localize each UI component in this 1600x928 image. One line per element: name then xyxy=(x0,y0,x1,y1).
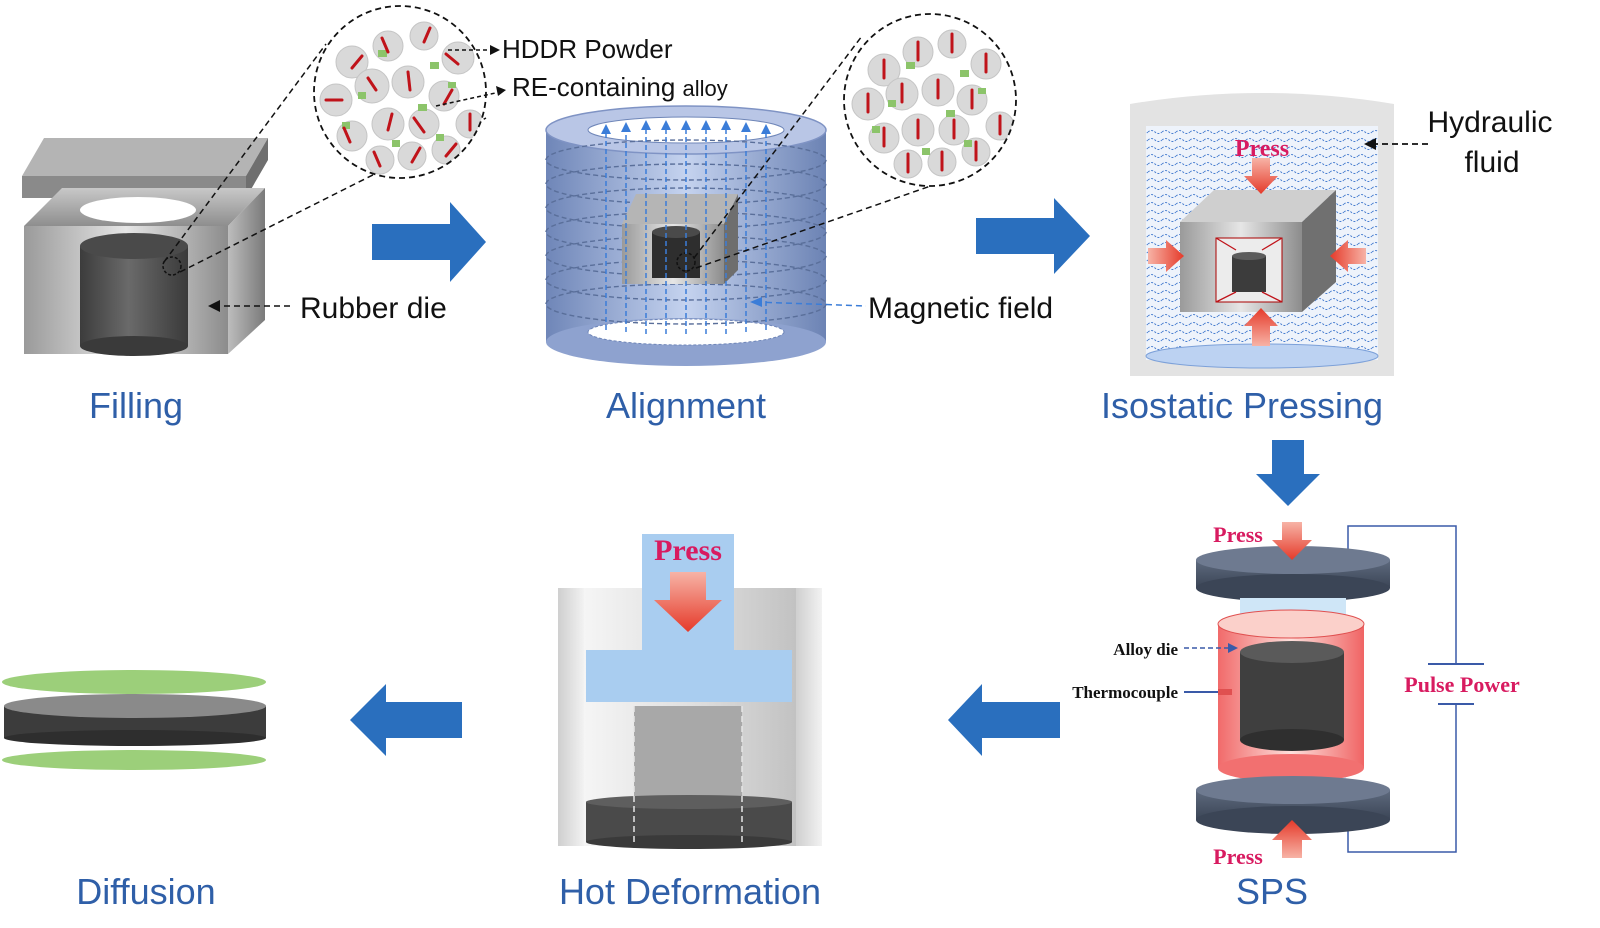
filling-stage: Rubber die Filling xyxy=(22,43,487,426)
filling-label: Filling xyxy=(89,385,183,426)
hot-deformation-punch xyxy=(586,534,792,702)
flow-arrow-right xyxy=(372,202,486,282)
diffusion-magnet-disk xyxy=(4,694,266,746)
rubber-die-label: Rubber die xyxy=(300,292,447,325)
flow-arrow-left xyxy=(350,684,462,756)
thermocouple-tip xyxy=(1218,689,1232,695)
powder-zoom-random xyxy=(313,5,487,179)
pointer-head xyxy=(490,45,500,55)
flow-arrow-down xyxy=(1256,440,1320,506)
rubber-die-body xyxy=(24,188,265,356)
magnetic-field-label: Magnetic field xyxy=(868,292,1053,325)
sps-press-top-label: Press xyxy=(1213,522,1263,547)
sps-press-arrow-down xyxy=(1272,522,1312,560)
hydraulic-label: Hydraulic xyxy=(1427,106,1552,139)
press-arrow-right xyxy=(1148,240,1184,272)
magnetic-field-lines xyxy=(605,130,767,334)
sps-stage: Pulse Power Press Press Alloy die xyxy=(1072,522,1520,912)
hot-deformation-press-arrow xyxy=(654,572,722,632)
diffusion-label: Diffusion xyxy=(76,871,215,912)
diffusion-top-layer xyxy=(2,670,266,694)
fluid-label: fluid xyxy=(1464,146,1519,179)
re-alloy-label: RE-containing alloy xyxy=(512,72,728,102)
zoom-line xyxy=(163,43,327,263)
flow-arrow-right xyxy=(976,198,1090,274)
isostatic-pressing-stage: Press Hydraulic fluid Isostatic Pressing xyxy=(1101,93,1553,426)
isostatic-sample xyxy=(1180,190,1336,312)
pointer-head xyxy=(750,297,762,307)
diffusion-bottom-layer xyxy=(2,750,266,770)
alignment-stage: Magnetic field Alignment xyxy=(545,35,1053,426)
hddr-powder-label: HDDR Powder xyxy=(502,34,673,64)
pointer-head xyxy=(1364,138,1376,150)
press-arrow-left xyxy=(1330,240,1366,272)
pulse-power-wire xyxy=(1347,525,1457,664)
alignment-sample xyxy=(622,194,738,284)
thermocouple-label: Thermocouple xyxy=(1072,683,1178,702)
pointer-head xyxy=(208,300,220,312)
hot-deformation-press-label: Press xyxy=(654,534,722,567)
sps-bottom-plate xyxy=(1196,776,1390,834)
magnetic-field-pointer xyxy=(755,301,867,307)
sps-label: SPS xyxy=(1236,871,1308,912)
flow-arrow-left xyxy=(948,684,1060,756)
sps-press-arrow-up xyxy=(1272,820,1312,858)
press-arrow-up xyxy=(1244,308,1278,346)
isostatic-label: Isostatic Pressing xyxy=(1101,385,1383,426)
isostatic-press-label: Press xyxy=(1235,136,1289,162)
pulse-power-wire xyxy=(1347,704,1457,853)
diffusion-stage: Diffusion xyxy=(2,670,266,912)
hot-deformation-label: Hot Deformation xyxy=(559,871,821,912)
alloy-die-label: Alloy die xyxy=(1113,640,1178,659)
pointer-head xyxy=(496,86,506,96)
sps-press-bottom-label: Press xyxy=(1213,844,1263,869)
powder-zoom-aligned xyxy=(843,13,1017,187)
zoom-line xyxy=(695,181,943,269)
re-alloy-pointer xyxy=(435,91,501,107)
alignment-label: Alignment xyxy=(606,385,766,426)
zoom-line xyxy=(693,35,863,259)
hot-deformation-stage: Press Hot Deformation xyxy=(558,534,822,912)
sps-top-plate xyxy=(1196,546,1390,602)
press-arrow-down xyxy=(1244,158,1278,194)
pointer-head xyxy=(1228,643,1238,653)
sps-die xyxy=(1217,609,1365,782)
pulse-power-label: Pulse Power xyxy=(1404,672,1520,697)
